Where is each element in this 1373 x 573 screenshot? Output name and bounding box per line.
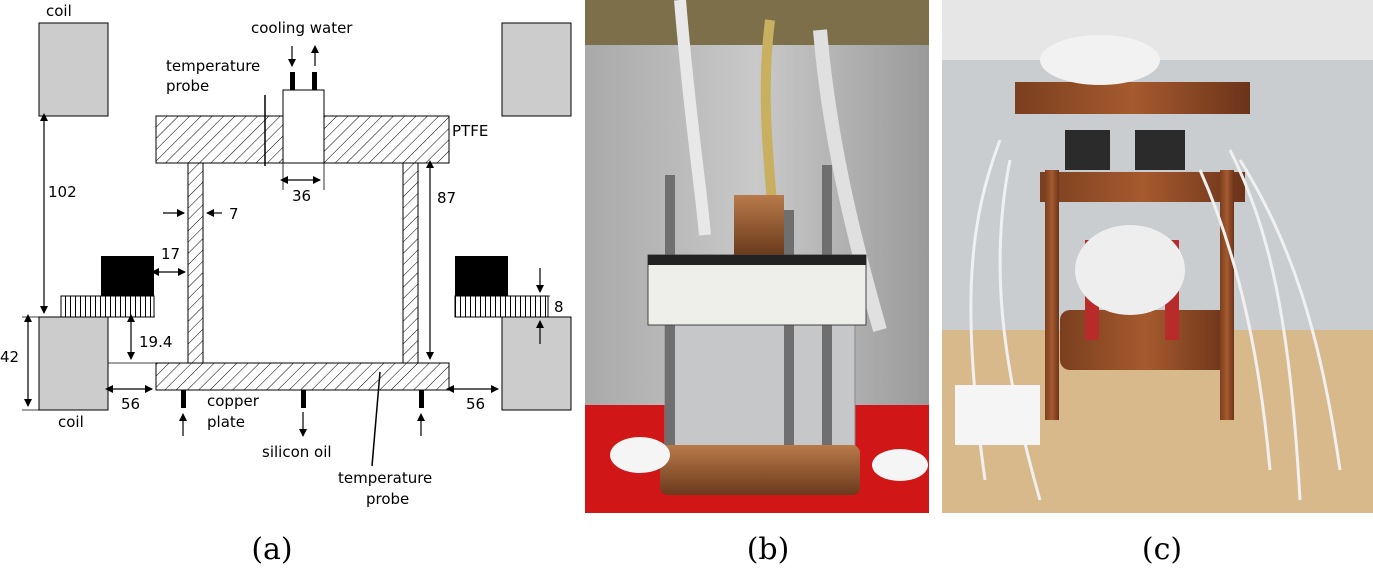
schematic-panel: coil coil cooling water temperature prob… (0, 2, 572, 508)
label-cooling-water: cooling water (251, 19, 353, 37)
cooling-pipe-out (312, 72, 317, 90)
magnet-base-right (454, 295, 549, 318)
coil-top-right (501, 22, 572, 117)
wall-left (187, 162, 204, 364)
dim-label-19-4: 19.4 (139, 333, 172, 351)
probe-pointer-bottom (371, 371, 381, 467)
photo-c (942, 0, 1373, 513)
label-coil-bottom: coil (58, 413, 84, 431)
caption-a: (a) (251, 532, 292, 567)
caption-c: (c) (1142, 532, 1182, 567)
oil-port-center (301, 390, 306, 408)
photo-b (585, 0, 929, 513)
label-temp-probe-top-1: temperature (166, 57, 260, 75)
magnet-left (101, 256, 154, 296)
dim-label-56-left: 56 (121, 395, 140, 413)
label-ptfe: PTFE (452, 122, 488, 140)
copper-plate (155, 362, 450, 391)
coil-top-left (38, 22, 109, 117)
magnet-base-left (60, 295, 155, 318)
label-silicon-oil: silicon oil (262, 443, 332, 461)
oil-port-left (181, 390, 186, 408)
dim-label-36: 36 (292, 187, 311, 205)
dim-label-42: 42 (0, 348, 19, 366)
oil-port-right (419, 390, 424, 408)
cooling-pipe-in (290, 72, 295, 90)
coil-bottom-left (38, 316, 109, 411)
dim-label-102: 102 (48, 183, 77, 201)
coil-bottom-right (501, 316, 572, 411)
cooling-box (282, 89, 325, 164)
label-temp-probe-bottom-1: temperature (338, 469, 432, 487)
wall-right (402, 162, 419, 364)
label-copper-2: plate (207, 413, 245, 431)
label-temp-probe-bottom-2: probe (366, 490, 409, 508)
magnet-right (455, 256, 508, 296)
dim-label-56-right: 56 (466, 395, 485, 413)
label-copper-1: copper (207, 392, 260, 410)
dim-label-7: 7 (229, 205, 239, 223)
caption-b: (b) (747, 532, 790, 567)
dim-label-87: 87 (437, 189, 456, 207)
label-temp-probe-top-2: probe (166, 77, 209, 95)
label-coil-top: coil (46, 2, 72, 20)
dim-label-17: 17 (161, 245, 180, 263)
dim-label-8: 8 (554, 298, 564, 316)
